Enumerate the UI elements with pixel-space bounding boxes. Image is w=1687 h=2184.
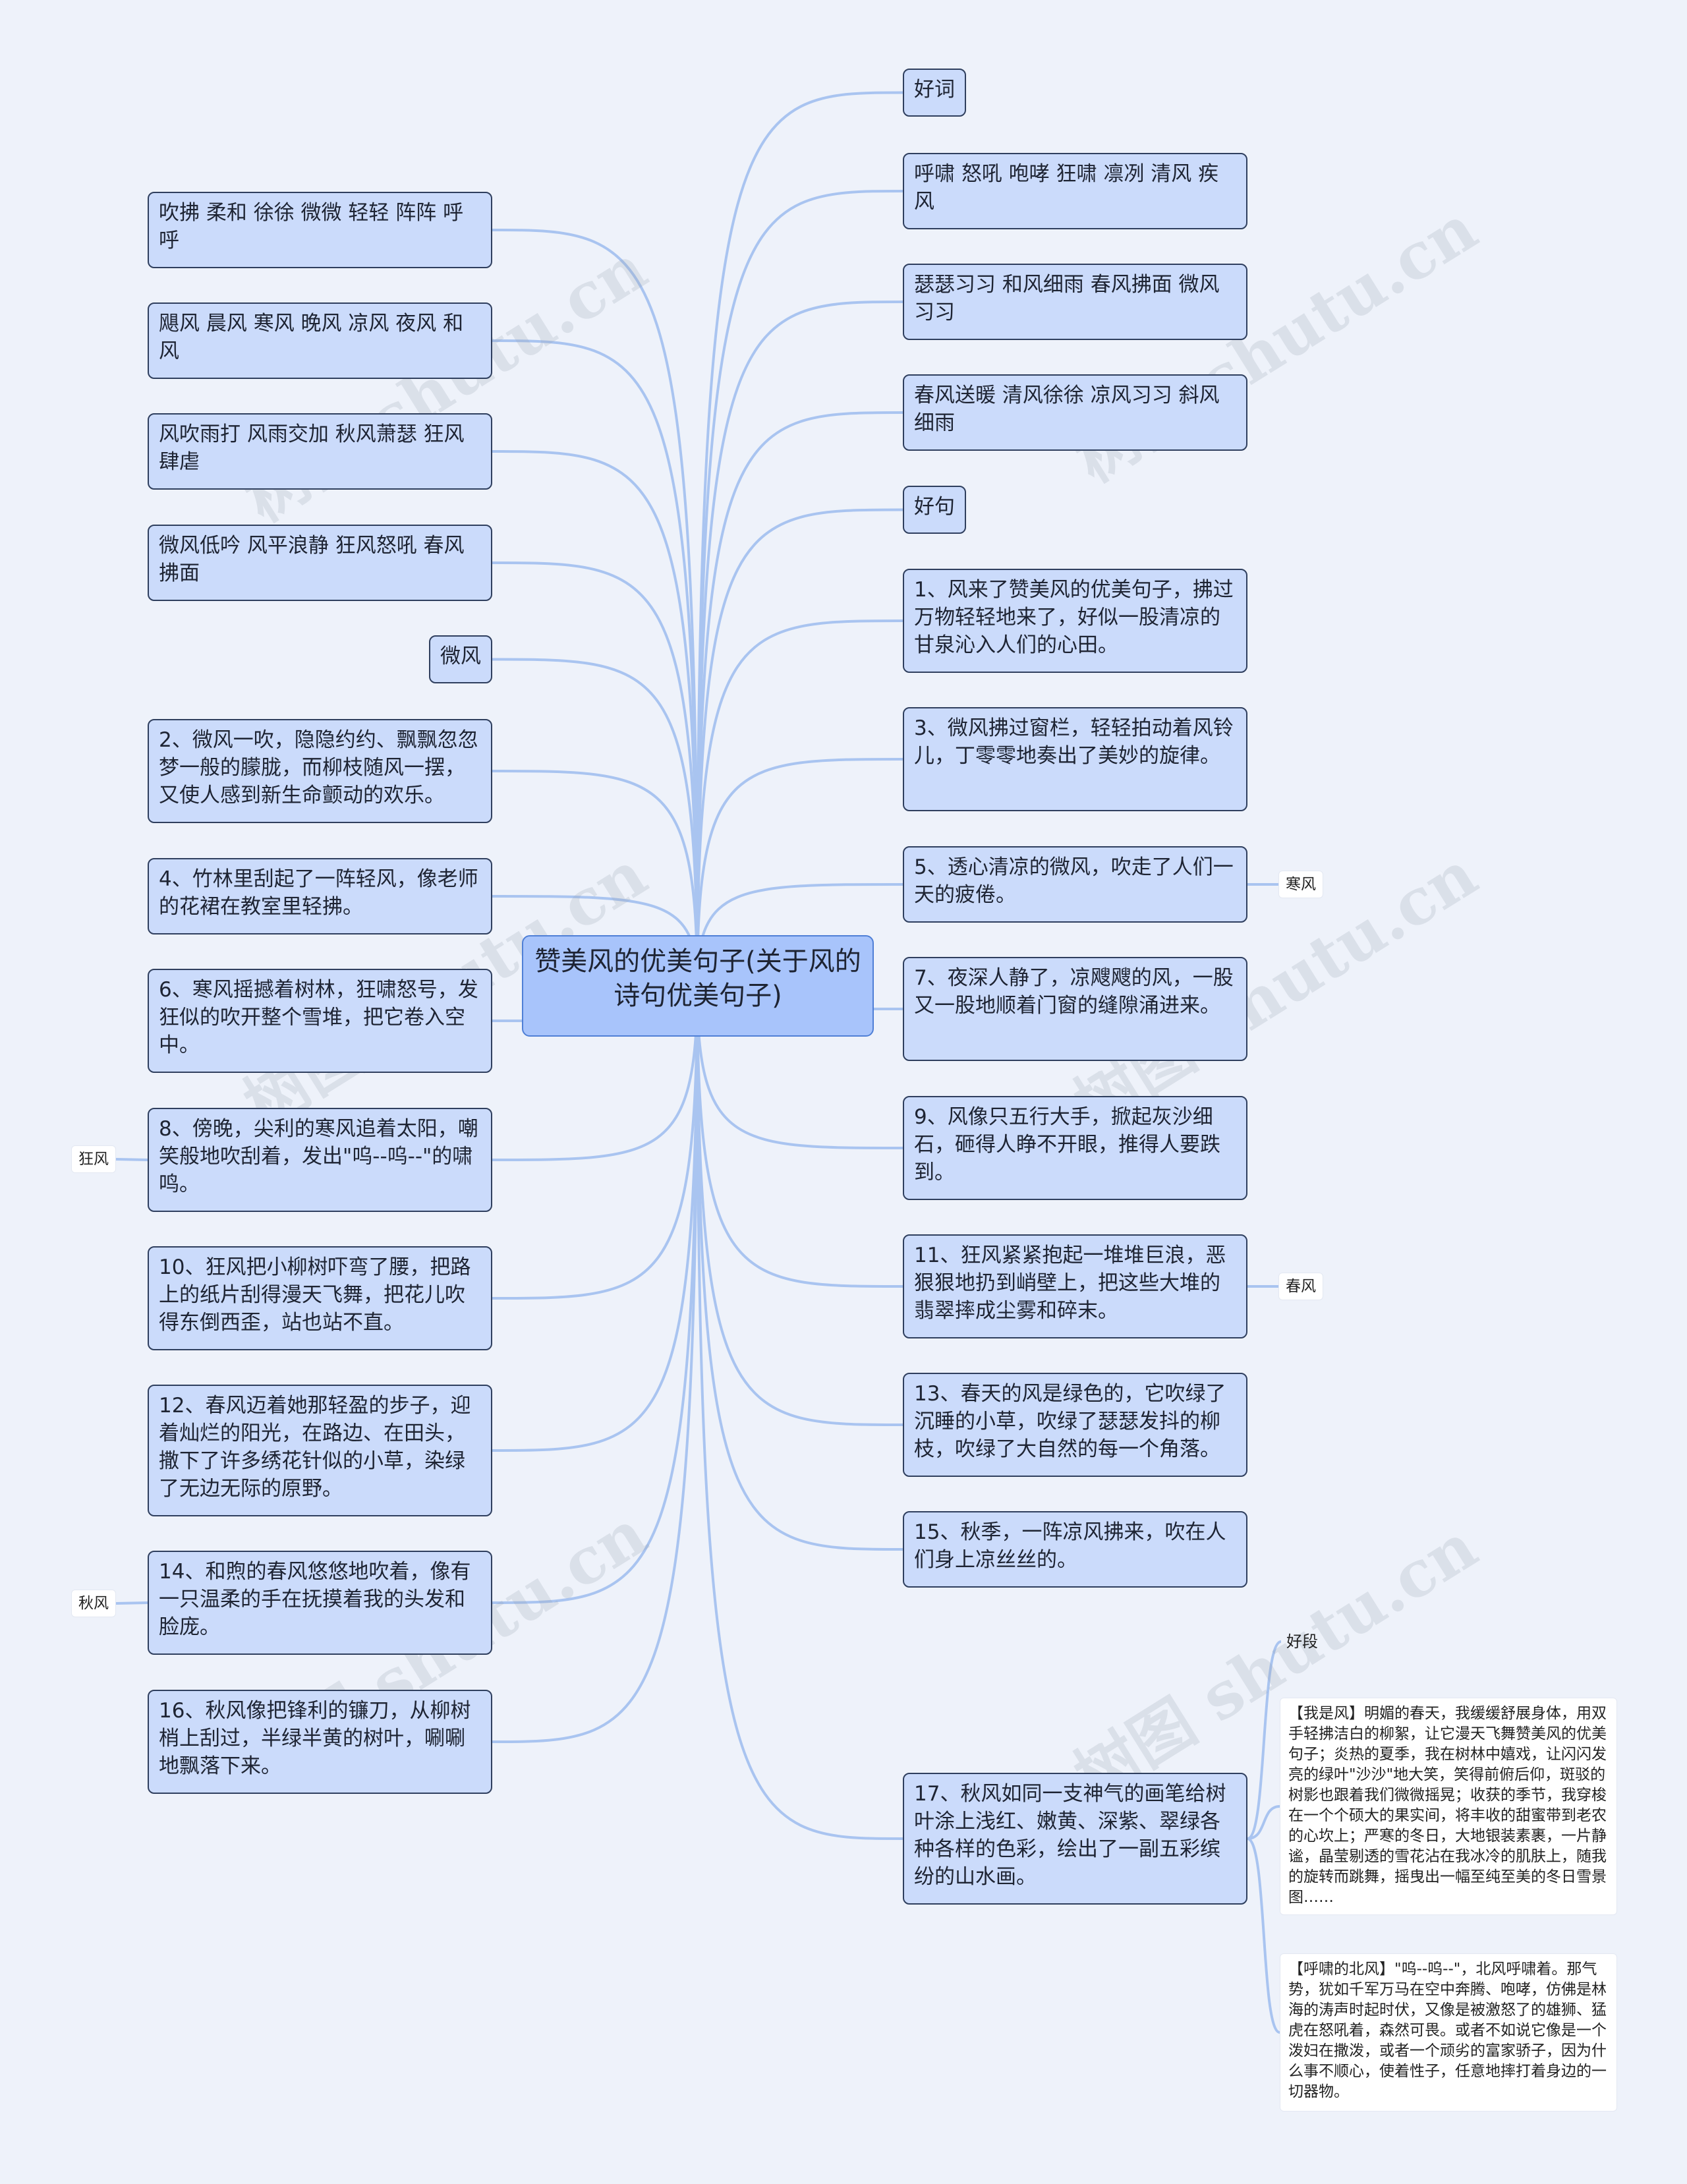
left-connector [492, 450, 699, 987]
right-node-2[interactable]: 呼啸 怒吼 咆哮 狂啸 凛冽 清风 疾风 [903, 153, 1247, 229]
right-connector [696, 985, 903, 1426]
right-connector [696, 985, 903, 1288]
root-topic[interactable]: 赞美风的优美句子(关于风的诗句优美句子) [522, 935, 874, 1037]
right-connector [696, 619, 903, 987]
left-node-12[interactable]: 14、和煦的春风悠悠地吹着，像有一只温柔的手在抚摸着我的头发和脸庞。 [148, 1551, 492, 1655]
left-connector [492, 985, 699, 1161]
right-node-10[interactable]: 9、风像只五行大手，掀起灰沙细石，砸得人睁不开眼，推得人要跌到。 [903, 1096, 1247, 1200]
paragraph-connector [1247, 1640, 1282, 1840]
right-node-13[interactable]: 15、秋季，一阵凉风拂来，吹在人们身上凉丝丝的。 [903, 1511, 1247, 1588]
right-connector [696, 985, 903, 1149]
paragraph-connector [1247, 1837, 1280, 2034]
right-connector [696, 985, 903, 1551]
tag-kuangfeng[interactable]: 狂风 [71, 1145, 116, 1173]
right-connector [696, 190, 903, 987]
left-node-8[interactable]: 6、寒风摇撼着树林，狂啸怒号，发狂似的吹开整个雪堆，把它卷入空中。 [148, 969, 492, 1073]
left-connector [492, 770, 699, 987]
left-connector [492, 229, 699, 987]
left-node-11[interactable]: 12、春风迈着她那轻盈的步子，迎着灿烂的阳光，在路边、在田头，撒下了许多绣花针似… [148, 1385, 492, 1516]
tag-chunfeng[interactable]: 春风 [1278, 1273, 1323, 1300]
paragraph-2[interactable]: 【呼啸的北风】"呜--呜--"，北风呼啸着。那气势，犹如千军万马在空中奔腾、咆哮… [1280, 1953, 1617, 2112]
right-connector [696, 301, 903, 987]
right-node-11[interactable]: 11、狂风紧紧抱起一堆堆巨浪，恶狠狠地扔到峭壁上，把这些大堆的翡翠摔成尘雾和碎末… [903, 1234, 1247, 1338]
right-node-12[interactable]: 13、春天的风是绿色的，它吹绿了沉睡的小草，吹绿了瑟瑟发抖的柳枝，吹绿了大自然的… [903, 1373, 1247, 1477]
left-connector [492, 985, 699, 1300]
right-node-6[interactable]: 1、风来了赞美风的优美句子，拂过万物轻轻地来了，好似一股清凉的甘泉沁入人们的心田… [903, 569, 1247, 673]
left-node-6[interactable]: 2、微风一吹，隐隐约约、飘飘忽忽梦一般的朦胧，而柳枝随风一摆，又使人感到新生命颤… [148, 719, 492, 823]
left-connector [492, 339, 699, 987]
right-connector [696, 758, 903, 987]
paragraph-connector [1247, 1805, 1280, 1840]
right-node-7[interactable]: 3、微风拂过窗栏，轻轻拍动着风铃儿，丁零零地奏出了美妙的旋律。 [903, 707, 1247, 811]
right-node-5[interactable]: 好句 [903, 486, 966, 534]
right-node-9[interactable]: 7、夜深人静了，凉飕飕的风，一股又一股地顺着门窗的缝隙涌进来。 [903, 957, 1247, 1061]
tag-hanfeng[interactable]: 寒风 [1278, 871, 1323, 898]
left-connector [492, 985, 699, 1452]
left-connector [492, 985, 699, 1743]
left-node-4[interactable]: 微风低吟 风平浪静 狂风怒吼 春风拂面 [148, 525, 492, 601]
right-node-14[interactable]: 17、秋风如同一支神气的画笔给树叶涂上浅红、嫩黄、深紫、翠绿各种各样的色彩，绘出… [903, 1773, 1247, 1905]
right-connector [696, 411, 903, 987]
paragraph-1[interactable]: 【我是风】明媚的春天，我缓缓舒展身体，用双手轻拂洁白的柳絮，让它漫天飞舞赞美风的… [1280, 1698, 1617, 1915]
left-node-13[interactable]: 16、秋风像把锋利的镰刀，从柳树梢上刮过，半绿半黄的树叶，唰唰地飘落下来。 [148, 1690, 492, 1794]
right-node-3[interactable]: 瑟瑟习习 和风细雨 春风拂面 微风习习 [903, 264, 1247, 340]
left-node-5[interactable]: 微风 [429, 635, 492, 683]
left-node-2[interactable]: 飓风 晨风 寒风 晚风 凉风 夜风 和风 [148, 302, 492, 379]
left-connector [492, 561, 699, 987]
left-node-7[interactable]: 4、竹林里刮起了一阵轻风，像老师的花裙在教室里轻拂。 [148, 858, 492, 934]
tag-connector [115, 1158, 148, 1161]
left-connector [492, 658, 699, 987]
right-node-4[interactable]: 春风送暖 清风徐徐 凉风习习 斜风细雨 [903, 374, 1247, 451]
right-node-8[interactable]: 5、透心清凉的微风，吹走了人们一天的疲倦。 [903, 846, 1247, 923]
right-connector [696, 985, 903, 1840]
right-connector [696, 508, 903, 987]
good-paragraph-label: 好段 [1286, 1632, 1318, 1651]
tag-qiufeng[interactable]: 秋风 [71, 1590, 116, 1617]
left-node-1[interactable]: 吹拂 柔和 徐徐 微微 轻轻 阵阵 呼呼 [148, 192, 492, 268]
right-node-1[interactable]: 好词 [903, 69, 966, 117]
right-connector [696, 91, 903, 987]
left-node-9[interactable]: 8、傍晚，尖利的寒风追着太阳，嘲笑般地吹刮着，发出"呜--呜--"的啸鸣。 [148, 1108, 492, 1212]
left-node-10[interactable]: 10、狂风把小柳树吓弯了腰，把路上的纸片刮得漫天飞舞，把花儿吹得东倒西歪，站也站… [148, 1246, 492, 1350]
left-node-3[interactable]: 风吹雨打 风雨交加 秋风萧瑟 狂风肆虐 [148, 413, 492, 490]
